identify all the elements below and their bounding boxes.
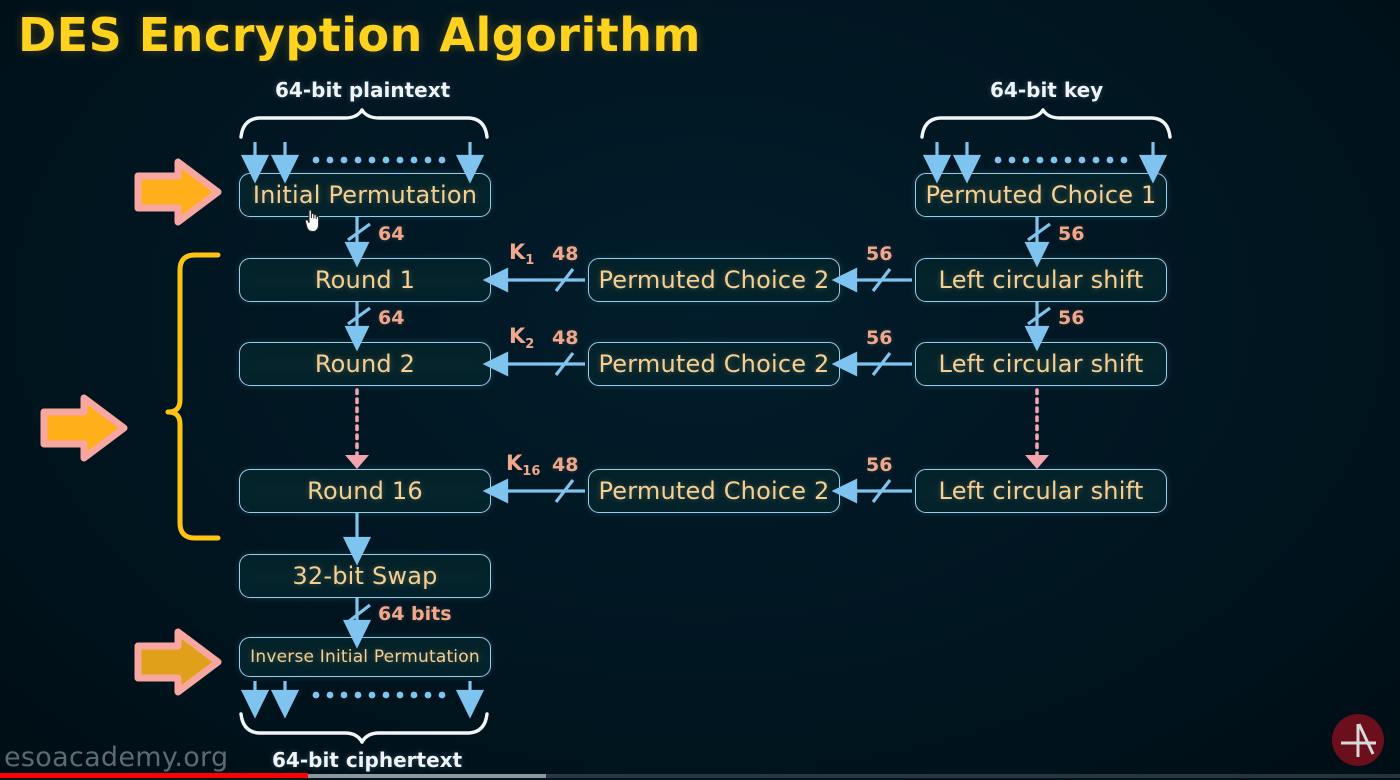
page-title: DES Encryption Algorithm	[18, 8, 701, 62]
box-round-2[interactable]: Round 2	[239, 342, 491, 386]
bit-label-ip-to-round1: 64	[378, 223, 405, 245]
tick-48-round16	[554, 479, 575, 503]
subkey-index: 2	[525, 337, 535, 353]
tick-shift1-to-shift2	[1027, 306, 1051, 326]
subkey-label-k2: K2	[509, 324, 534, 352]
subkey-label-k1: K1	[509, 240, 534, 268]
tick-pc1-to-shift1	[1027, 222, 1051, 242]
box-round-1[interactable]: Round 1	[239, 258, 491, 302]
subkey-name: K	[509, 324, 526, 348]
bit-label-56-pc2-round1: 56	[866, 243, 893, 265]
caption-plaintext: 64-bit plaintext	[275, 78, 451, 102]
bit-label-56-pc2-round16: 56	[866, 454, 893, 476]
plaintext-input-dots	[312, 156, 446, 164]
bit-label-48-round2: 48	[552, 327, 579, 349]
box-left-circular-shift-16[interactable]: Left circular shift	[915, 469, 1167, 513]
box-inverse-initial-permutation[interactable]: Inverse Initial Permutation	[239, 637, 491, 677]
tick-56-round2	[871, 352, 892, 376]
tick-56-round1	[871, 268, 892, 292]
tick-48-round1	[554, 268, 575, 292]
rounds-bracket	[165, 252, 221, 541]
bit-label-48-round16: 48	[552, 454, 579, 476]
highlight-arrow-icon-top	[134, 158, 222, 226]
wire-round2-to-round16-dotted	[345, 388, 369, 469]
ciphertext-output-arrows	[240, 681, 485, 719]
brace-key	[920, 108, 1172, 139]
brace-plaintext	[239, 108, 489, 139]
bit-label-shift1-to-shift2: 56	[1058, 307, 1085, 329]
bit-label-swap-to-iip: 64 bits	[378, 603, 452, 625]
highlight-arrow-icon-middle	[40, 394, 128, 462]
subkey-index: 1	[525, 253, 535, 269]
box-round-16[interactable]: Round 16	[239, 469, 491, 513]
plaintext-input-arrows	[240, 142, 485, 184]
bit-label-56-pc2-round2: 56	[866, 327, 893, 349]
subkey-name: K	[506, 451, 523, 475]
bit-label-pc1-to-shift1: 56	[1058, 223, 1085, 245]
key-input-arrows	[922, 142, 1168, 184]
brace-ciphertext	[239, 712, 489, 744]
ciphertext-output-dots	[312, 691, 446, 699]
subkey-label-k16: K16	[506, 451, 540, 479]
tick-swap-to-iip	[347, 603, 371, 624]
highlight-arrow-icon-bottom	[134, 628, 222, 696]
tick-round1-to-round2	[347, 306, 371, 326]
box-permuted-choice-2-round2[interactable]: Permuted Choice 2	[588, 342, 840, 386]
caption-key: 64-bit key	[990, 78, 1104, 102]
tick-ip-to-round1	[347, 222, 371, 242]
bit-label-round1-to-round2: 64	[378, 307, 405, 329]
channel-logo-icon	[1332, 714, 1384, 766]
video-progress-track[interactable]	[0, 774, 1400, 778]
hand-pointer-cursor	[303, 206, 325, 233]
box-left-circular-shift-1[interactable]: Left circular shift	[915, 258, 1167, 302]
video-progress-played	[0, 773, 308, 778]
subkey-index: 16	[522, 464, 541, 480]
box-left-circular-shift-2[interactable]: Left circular shift	[915, 342, 1167, 386]
bit-label-48-round1: 48	[552, 243, 579, 265]
tick-56-round16	[871, 479, 892, 503]
box-initial-permutation[interactable]: Initial Permutation	[239, 173, 491, 217]
caption-ciphertext: 64-bit ciphertext	[272, 748, 463, 772]
key-input-dots	[994, 156, 1128, 164]
box-32-bit-swap[interactable]: 32-bit Swap	[239, 554, 491, 598]
box-permuted-choice-2-round1[interactable]: Permuted Choice 2	[588, 258, 840, 302]
subkey-name: K	[509, 240, 526, 264]
box-permuted-choice-1[interactable]: Permuted Choice 1	[915, 173, 1167, 217]
tick-48-round2	[554, 352, 575, 376]
watermark: esoacademy.org	[4, 742, 229, 773]
wire-shift2-to-shift16-dotted	[1025, 388, 1049, 469]
box-permuted-choice-2-round16[interactable]: Permuted Choice 2	[588, 469, 840, 513]
